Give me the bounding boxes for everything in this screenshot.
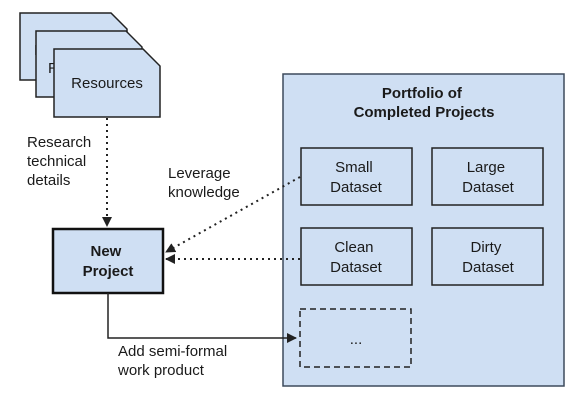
project-large-dataset: Large Dataset [431, 147, 544, 206]
svg-text:Dirty Dataset: Dirty Dataset [462, 239, 515, 276]
resource-document-stack: R R Resources [19, 12, 161, 118]
project-dirty-dataset-line2: Dataset [462, 259, 515, 276]
leverage-note: Leverage knowledge [168, 165, 240, 201]
svg-text:Clean Dataset: Clean Dataset [330, 239, 383, 276]
svg-text:Large Dataset: Large Dataset [462, 159, 515, 196]
research-note: Research technical details [27, 134, 95, 189]
project-placeholder: ... [299, 308, 412, 368]
project-small-dataset-line1: Small [335, 159, 373, 176]
project-small-dataset: Small Dataset [300, 147, 413, 206]
project-clean-dataset-line1: Clean [334, 239, 373, 256]
project-large-dataset-line1: Large [467, 159, 505, 176]
new-project-label: New Project [83, 243, 134, 280]
resource-document-front-label: Resources [71, 75, 143, 92]
project-small-dataset-line2: Dataset [330, 179, 383, 196]
add-note: Add semi-formal work product [117, 343, 231, 379]
project-large-dataset-line2: Dataset [462, 179, 515, 196]
project-clean-dataset-line2: Dataset [330, 259, 383, 276]
leverage-arrow-small [165, 176, 301, 253]
resource-document-front [53, 48, 161, 118]
svg-text:Small Dataset: Small Dataset [330, 159, 383, 196]
project-dirty-dataset-line1: Dirty [471, 239, 502, 256]
portfolio-panel: Portfolio of Completed Projects Small Da… [282, 73, 565, 387]
new-project-node: New Project [51, 227, 165, 295]
add-work-product-arrow [107, 293, 297, 343]
project-placeholder-label: ... [350, 331, 363, 348]
portfolio-title: Portfolio of Completed Projects [354, 85, 495, 121]
project-dirty-dataset: Dirty Dataset [431, 227, 544, 286]
project-clean-dataset: Clean Dataset [300, 227, 413, 286]
